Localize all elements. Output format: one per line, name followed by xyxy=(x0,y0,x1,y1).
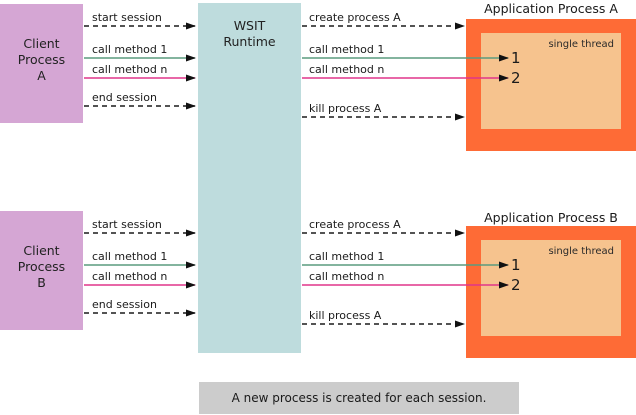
caption: A new process is created for each sessio… xyxy=(199,382,519,414)
single-thread-label: single thread xyxy=(548,39,614,50)
client-process-title-line3: B xyxy=(37,275,46,290)
client-message-label: end session xyxy=(92,298,157,311)
runtime-message-label: create process A xyxy=(309,218,401,231)
client-message-label: end session xyxy=(92,91,157,104)
runtime-message-label: create process A xyxy=(309,11,401,24)
wsit-runtime-box xyxy=(198,3,301,353)
single-thread-label: single thread xyxy=(548,246,614,257)
caption-text: A new process is created for each sessio… xyxy=(232,391,487,405)
call-order-number: 2 xyxy=(511,276,521,294)
client-process-title-line2: Process xyxy=(18,259,65,274)
wsit-runtime: WSIT Runtime xyxy=(198,3,301,353)
client-message-label: call method 1 xyxy=(92,250,167,263)
client-message-label: call method n xyxy=(92,63,167,76)
client-message-label: call method n xyxy=(92,270,167,283)
client-process-box xyxy=(0,4,83,123)
client-message-label: start session xyxy=(92,11,162,24)
application-process-title: Application Process B xyxy=(484,210,618,225)
application-process: Application Process B single thread xyxy=(466,210,636,358)
call-order-number: 1 xyxy=(511,256,521,274)
client-message-label: call method 1 xyxy=(92,43,167,56)
call-order-number: 1 xyxy=(511,49,521,67)
runtime-message-label: call method n xyxy=(309,270,384,283)
client-process-box xyxy=(0,211,83,330)
client-message-label: start session xyxy=(92,218,162,231)
caption-box xyxy=(199,382,519,414)
wsit-runtime-title-line2: Runtime xyxy=(223,34,276,49)
application-process-title: Application Process A xyxy=(484,1,618,16)
wsit-runtime-title-line1: WSIT xyxy=(234,18,266,33)
client-process-title-line1: Client xyxy=(23,243,59,258)
client-process-title-line3: A xyxy=(37,68,46,83)
runtime-message-label: kill process A xyxy=(309,309,382,322)
client-process-title-line1: Client xyxy=(23,36,59,51)
application-process: Application Process A single thread xyxy=(466,1,636,151)
call-order-number: 2 xyxy=(511,69,521,87)
runtime-message-label: call method n xyxy=(309,63,384,76)
runtime-message-label: kill process A xyxy=(309,102,382,115)
runtime-message-label: call method 1 xyxy=(309,43,384,56)
runtime-message-label: call method 1 xyxy=(309,250,384,263)
client-process-title-line2: Process xyxy=(18,52,65,67)
